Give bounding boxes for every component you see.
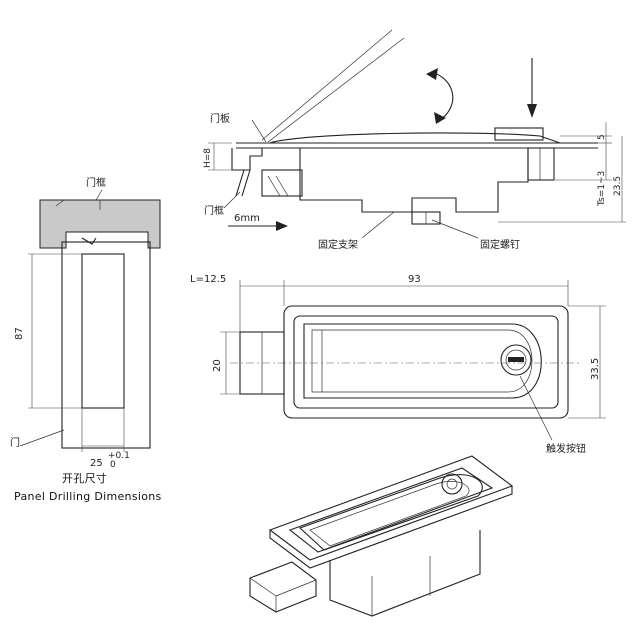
label-fixing-screw: 固定螺钉: [480, 238, 520, 251]
key-slot-icon: [508, 357, 524, 362]
label-door-frame-top: 门框: [86, 176, 106, 189]
dim-23-5: 23.5: [613, 176, 623, 196]
label-trigger-button: 触发按钮: [546, 442, 586, 455]
label-door: 门: [10, 436, 20, 449]
iso-flange-edge: [269, 486, 513, 569]
key-cylinder-icon: [505, 349, 527, 371]
dim-h: H=8: [203, 148, 213, 168]
iso-latch-tongue: [249, 561, 317, 613]
open-guide-line-1: [261, 29, 393, 141]
dim-5: 5: [597, 134, 607, 140]
isometric-view: [249, 455, 514, 617]
dim-25: 25: [90, 458, 103, 469]
dim-33-5: 33.5: [590, 358, 601, 380]
dim-20: 20: [212, 359, 223, 372]
door-outline: [61, 241, 151, 449]
handle-profile: [269, 132, 561, 144]
cutout-rect: [81, 253, 125, 409]
dim-ts: Ts=1~3: [597, 171, 607, 207]
iso-flange-recess: [288, 467, 494, 553]
iso-body: [329, 530, 481, 617]
flange-inner: [293, 315, 559, 409]
dim-87: 87: [14, 327, 25, 340]
iso-flange-top: [268, 455, 514, 561]
side-view: [208, 29, 626, 239]
trigger-button-side: [494, 127, 544, 141]
dim-travel: 6mm: [234, 213, 260, 224]
rotate-arrow-icon: [431, 71, 454, 121]
dim-l: L=12.5: [190, 274, 226, 285]
dim-93: 93: [408, 274, 421, 285]
flange-outer: [283, 305, 569, 419]
open-guide-line-2: [267, 37, 405, 143]
iso-handle: [298, 474, 483, 551]
panel-cutout-view: [19, 189, 161, 452]
caption-drilling-cn: 开孔尺寸: [62, 471, 107, 485]
front-view: [220, 280, 606, 441]
door-frame-section: [39, 199, 161, 249]
caption-drilling-en: Panel Drilling Dimensions: [14, 490, 162, 503]
hook-left: [231, 148, 263, 171]
label-door-panel: 门板: [210, 112, 230, 125]
trigger-button-front: [500, 344, 532, 376]
iso-button-icon: [441, 473, 463, 495]
label-door-frame-side: 门框: [204, 204, 224, 217]
dim-25-tol-plus: +0.1: [108, 451, 130, 461]
latch-body-side: [299, 148, 529, 213]
rotate-arrow-head-icon: [426, 68, 438, 80]
dim-25-tol-minus: 0: [110, 460, 116, 470]
label-fixing-bracket: 固定支架: [318, 238, 358, 251]
latch-end-side: [527, 147, 555, 181]
handle-front: [303, 323, 542, 399]
latch-tongue-side: [261, 169, 303, 197]
